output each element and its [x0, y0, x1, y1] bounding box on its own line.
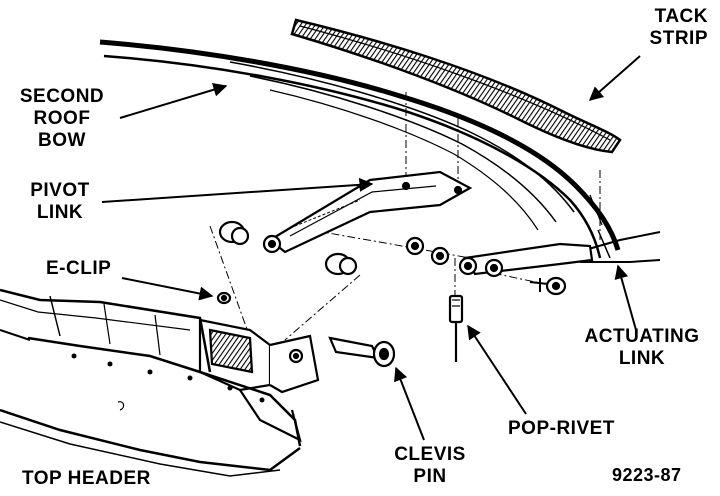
leader-second-roof-bow [119, 82, 228, 119]
top-header-part [0, 288, 302, 477]
label-clevis-pin-line1: CLEVIS [394, 444, 466, 465]
leader-pivot-link [101, 177, 374, 203]
leader-e-clip [121, 277, 214, 301]
tack-strip-part [290, 18, 622, 154]
label-top-header-text: TOP HEADER [22, 468, 151, 489]
leader-tack-strip [588, 55, 641, 101]
label-second-roof-bow-line2: ROOF [33, 108, 91, 129]
leader-clevis-pin [394, 366, 425, 441]
label-actuating-link-line2: LINK [618, 348, 666, 369]
label-actuating-link: ACTUATING LINK [574, 326, 710, 370]
label-pivot-link-line2: LINK [36, 202, 84, 223]
label-e-clip: E-CLIP [46, 258, 111, 280]
label-tack-strip: TACK STRIP [612, 6, 708, 50]
figure-number: 9223-87 [612, 464, 682, 486]
label-clevis-pin: CLEVIS PIN [382, 444, 478, 488]
pivot-link-part [262, 170, 473, 254]
figure-number-text: 9223-87 [612, 465, 682, 485]
label-pivot-link-line1: PIVOT [30, 180, 90, 201]
second-roof-bow-part [99, 39, 661, 263]
label-tack-strip-line2: STRIP [649, 28, 708, 49]
label-pop-rivet: POP-RIVET [508, 418, 615, 440]
label-actuating-link-line1: ACTUATING [584, 326, 700, 347]
label-e-clip-text: E-CLIP [46, 258, 112, 279]
actuating-link-part [458, 242, 594, 296]
label-second-roof-bow-line1: SECOND [19, 86, 105, 107]
label-pop-rivet-text: POP-RIVET [508, 418, 615, 439]
leader-pop-rivet [467, 324, 527, 415]
label-second-roof-bow: SECOND ROOF BOW [10, 86, 114, 152]
label-second-roof-bow-line3: BOW [38, 130, 86, 151]
hinge-bracket [198, 291, 320, 443]
clevis-pin-part [328, 336, 396, 368]
leader-actuating-link [614, 264, 637, 331]
label-pivot-link: PIVOT LINK [14, 180, 106, 224]
pop-rivet-part [448, 294, 464, 362]
bushings [218, 220, 450, 276]
label-top-header: TOP HEADER [22, 468, 151, 490]
leader-lines [101, 55, 641, 441]
label-clevis-pin-line2: PIN [413, 466, 447, 487]
label-tack-strip-line1: TACK [654, 6, 708, 27]
